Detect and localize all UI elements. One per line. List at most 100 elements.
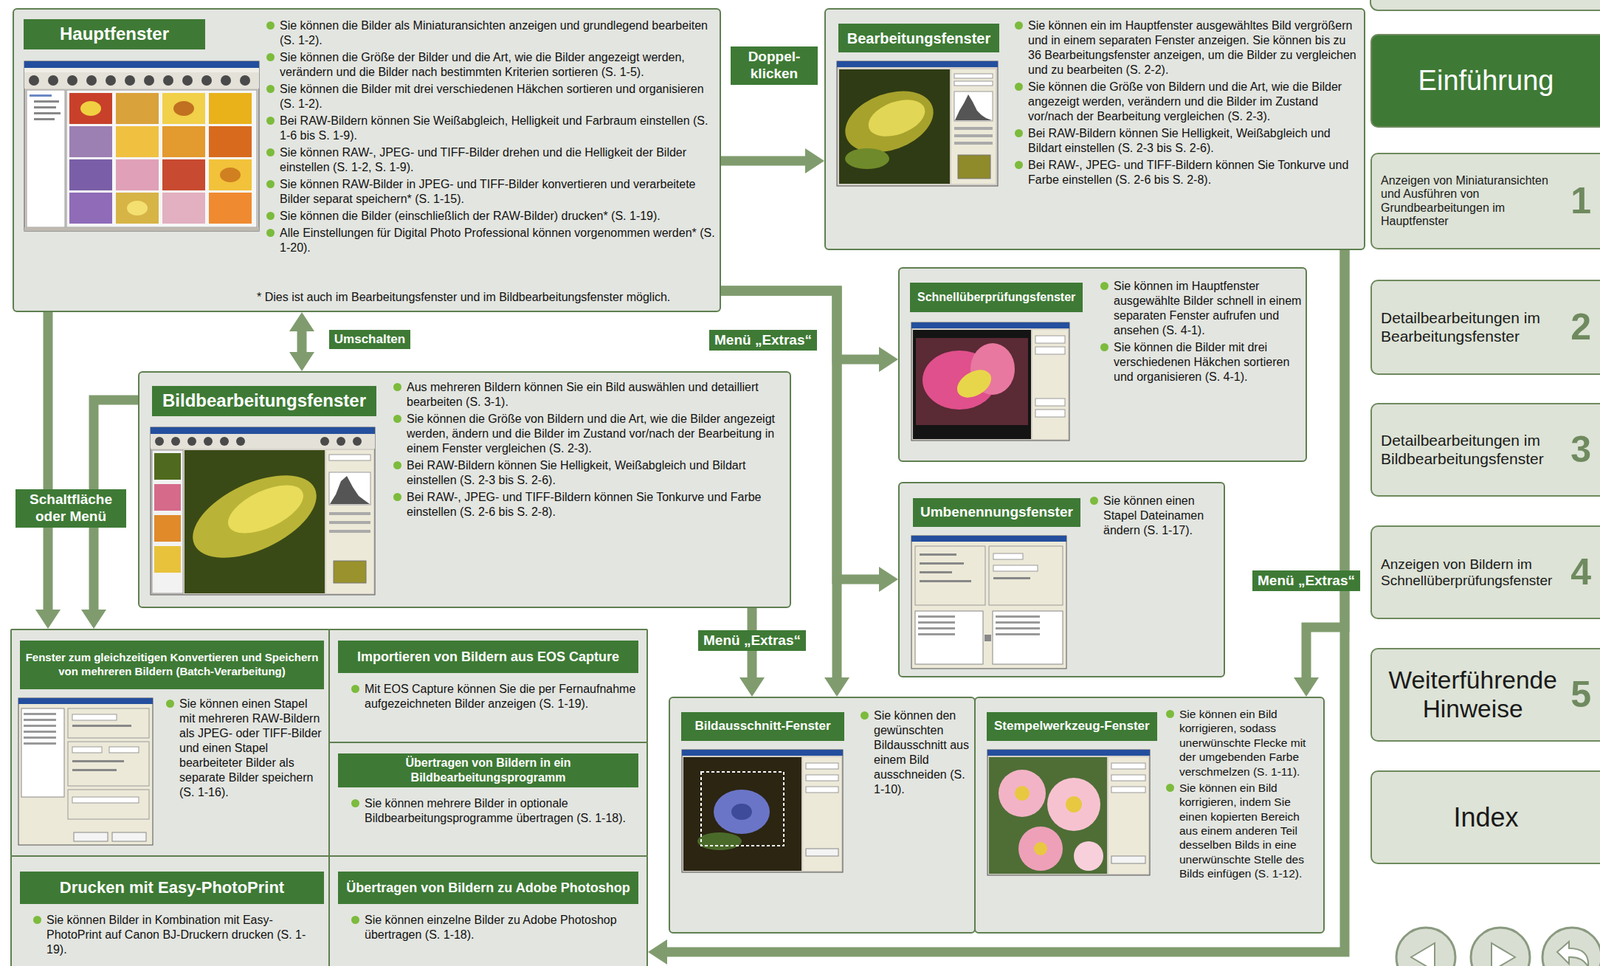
batch-window-screenshot (18, 698, 153, 705)
image-edit-window-screenshot (150, 427, 375, 595)
edit-window-screenshot (836, 61, 998, 186)
quick-check-screenshot (1035, 398, 1065, 406)
arrow-head (824, 677, 850, 697)
batch-window-screenshot (23, 730, 57, 733)
main-window-screenshot (33, 112, 61, 115)
image-edit-window-screenshot (329, 529, 371, 533)
batch-window-screenshot (23, 742, 57, 745)
batch-window-screenshot (67, 741, 150, 786)
chapter-tab: 1Anzeigen von Miniaturansichten und Ausf… (1370, 152, 1600, 250)
title-tab: Schnellüberprüfungsfenster (909, 282, 1083, 313)
heading-text: Importieren von Bildern aus EOS Capture (357, 648, 620, 666)
bullet-text: Bei RAW-, JPEG- und TIFF-Bildern können … (1028, 158, 1349, 186)
flow-arrow (289, 312, 315, 372)
batch-window-screenshot (18, 698, 153, 846)
stamp-window-screenshot (1018, 826, 1063, 871)
bullet-text: Sie können ein im Hauptfenster ausgewähl… (1028, 19, 1357, 77)
batch-window-screenshot (23, 736, 57, 739)
crop-window-screenshot (681, 749, 843, 873)
main-window-screenshot (69, 126, 113, 158)
bullet-text: Sie können die Größe der Bilder und die … (279, 50, 685, 79)
edge-label-box: Menü „Extras“ (698, 630, 806, 652)
bullet-list: Sie können mehrere Bilder in optionale B… (349, 796, 642, 829)
main-window-screenshot (115, 159, 159, 191)
main-window-screenshot (115, 92, 159, 124)
arrow-line (721, 156, 807, 167)
bullet-dot (266, 180, 275, 189)
flow-arrow (35, 312, 61, 629)
bullet-dot (266, 211, 275, 220)
main-window-screenshot (80, 101, 102, 116)
heading-text: Übertragen von Bildern zu Adobe Photosho… (346, 879, 630, 897)
window-panel: Bildausschnitt-FensterSie können den gew… (668, 696, 976, 934)
crop-window-screenshot (681, 749, 843, 873)
image-edit-window-screenshot (150, 427, 375, 595)
bullet-item: Sie können die Bilder als Miniaturansich… (264, 18, 716, 48)
arrow-head (739, 677, 765, 697)
edge-label-box: Schaltfläche oder Menü (15, 489, 127, 528)
main-window-screenshot (162, 159, 206, 191)
main-window-screenshot (24, 67, 260, 73)
main-window-screenshot (33, 118, 55, 121)
edit-window-screenshot (954, 134, 993, 138)
main-window-screenshot (208, 92, 252, 124)
bullet-list: Sie können den gewünschten Bildausschnit… (859, 708, 972, 800)
stamp-window-screenshot (1047, 777, 1101, 831)
stamp-window-screenshot (987, 749, 1150, 876)
main-window-screenshot (173, 101, 195, 116)
arrow-head (35, 609, 61, 629)
bullet-dot (1100, 281, 1109, 291)
partial-tab (1370, 0, 1600, 11)
main-window-screenshot (182, 75, 193, 86)
main-window-screenshot (24, 61, 260, 231)
bullet-text: Sie können RAW-, JPEG- und TIFF-Bilder d… (279, 146, 687, 174)
bullet-dot (266, 84, 275, 93)
stamp-window-screenshot (998, 769, 1046, 817)
bullet-text: Sie können den gewünschten Bildausschnit… (873, 709, 970, 796)
rename-window-screenshot (919, 553, 957, 556)
image-edit-window-screenshot (320, 436, 330, 446)
main-window-screenshot (115, 192, 159, 224)
tab-label: Anzeigen von Miniaturansichten und Ausfü… (1380, 174, 1565, 229)
crop-window-screenshot (805, 848, 839, 857)
stamp-window-screenshot (1111, 763, 1146, 770)
bullet-text: Sie können im Hauptfenster ausgewählte B… (1113, 279, 1302, 337)
rename-window-screenshot (993, 565, 1038, 572)
feature-cell: Drucken mit Easy-PhotoPrintSie können Bi… (10, 855, 330, 966)
main-window-screenshot (24, 61, 260, 68)
main-window-screenshot (163, 75, 174, 86)
bullet-item: Bei RAW-, JPEG- und TIFF-Bildern können … (1013, 157, 1361, 188)
edit-window-screenshot (836, 79, 943, 164)
tab-label: Detailbearbeitungen im Bildbearbeitungsf… (1380, 431, 1565, 468)
batch-window-screenshot (23, 724, 57, 727)
title-tab: Bildbearbeitungsfenster (152, 385, 377, 417)
rename-window-screenshot (911, 535, 1067, 669)
bullet-text: Sie können die Bilder (einschließlich de… (279, 209, 661, 223)
bullet-dot (266, 228, 275, 237)
edge-label: Menü „Extras“ (1257, 572, 1355, 589)
batch-window-screenshot (67, 789, 150, 820)
bullet-text: Sie können die Bilder als Miniaturansich… (279, 19, 708, 47)
main-window-screenshot (67, 75, 78, 86)
crop-window-screenshot (697, 832, 742, 851)
image-edit-window-screenshot (329, 476, 370, 505)
batch-window-screenshot (72, 797, 139, 803)
image-edit-window-screenshot (154, 546, 181, 573)
bullet-dot (1166, 709, 1175, 719)
edit-window-screenshot (863, 92, 930, 144)
image-edit-window-screenshot (154, 436, 164, 446)
edit-window-screenshot (957, 154, 991, 179)
bullet-dot (393, 414, 402, 423)
main-window-screenshot (115, 126, 159, 158)
rename-window-screenshot (915, 546, 986, 606)
edit-window-screenshot (954, 126, 993, 130)
nav-button (1557, 941, 1589, 966)
image-edit-window-screenshot (352, 436, 362, 446)
window-panel: Stempelwerkzeug-FensterSie können ein Bi… (974, 696, 1325, 934)
window-panel: BearbeitungsfensterSie können ein im Hau… (824, 8, 1366, 251)
heading-text: Umbenennungsfenster (920, 504, 1074, 522)
stamp-window-screenshot (1111, 774, 1146, 781)
window-panel: BildbearbeitungsfensterAus mehreren Bild… (138, 371, 792, 609)
bullet-dot (860, 711, 869, 720)
